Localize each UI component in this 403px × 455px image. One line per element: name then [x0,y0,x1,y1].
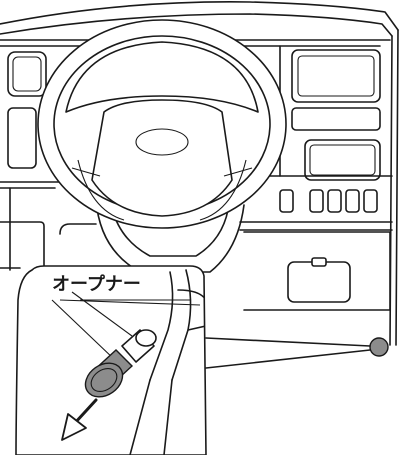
right-upper-panel [292,50,380,102]
opener-label: オープナー [52,273,141,295]
dash-button-3 [328,190,341,212]
center-display [305,140,380,180]
steering-wheel [38,20,286,228]
hood-release-marker-icon [370,338,388,356]
glove-box [288,262,350,302]
glove-box-handle [312,258,326,266]
dash-button-5 [364,190,377,212]
magnified-callout: オープナー [16,266,206,455]
left-lower-vent [8,108,36,168]
dash-button-4 [346,190,359,212]
dash-button-2 [310,190,323,212]
opener-mount [136,330,156,346]
dash-button-1 [280,190,293,212]
